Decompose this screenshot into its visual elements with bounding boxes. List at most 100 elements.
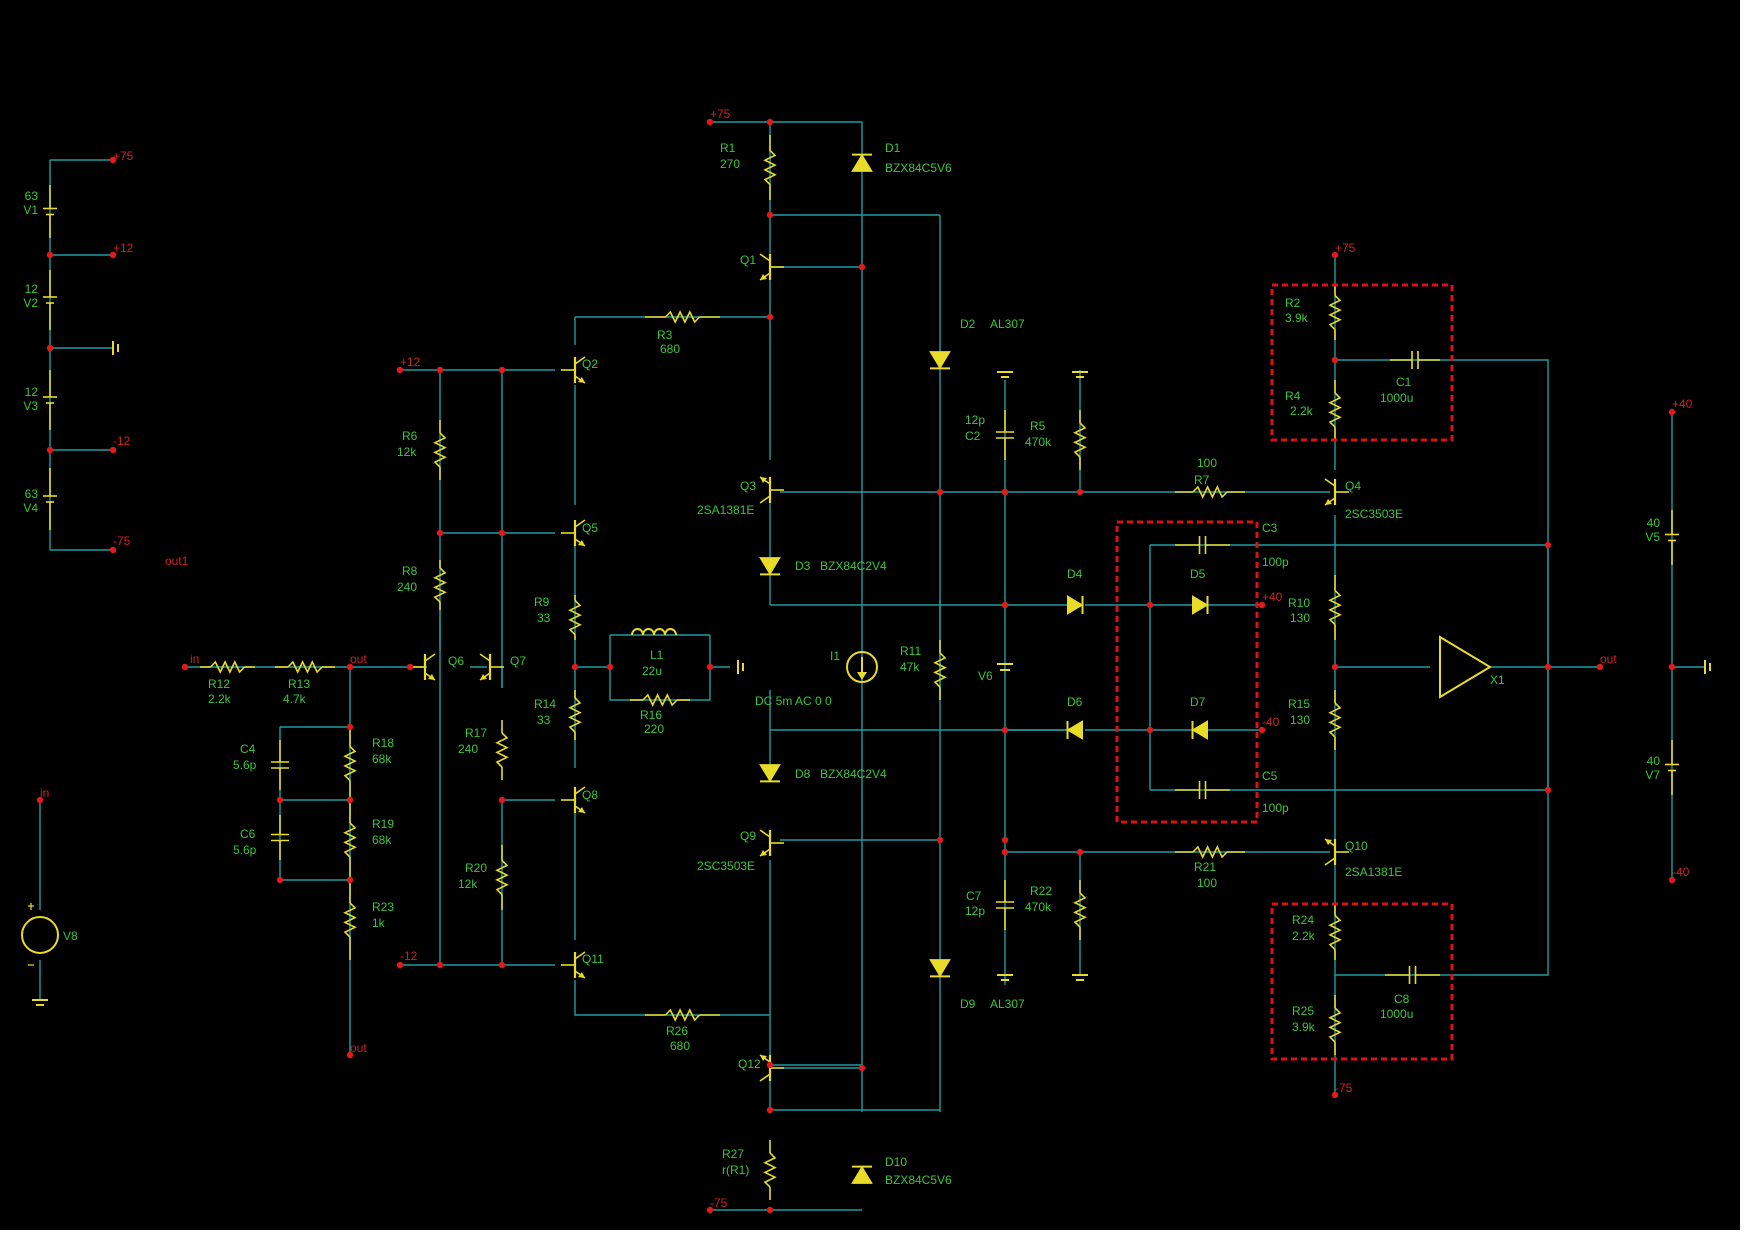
capacitor-c8[interactable] (1385, 966, 1440, 984)
junction-node (396, 961, 404, 969)
resistor-r22[interactable] (1073, 880, 1087, 940)
capacitor-c6[interactable] (271, 815, 289, 860)
capacitor-c2[interactable] (996, 410, 1014, 460)
net-label: -12 (400, 949, 418, 963)
transistor-q5[interactable] (561, 519, 586, 547)
resistor-r24[interactable] (1328, 905, 1342, 960)
resistor-r14[interactable] (568, 690, 582, 740)
resistor-r15[interactable] (1328, 690, 1342, 750)
diode-d7[interactable] (1191, 720, 1208, 740)
diode-d9[interactable] (929, 959, 951, 978)
diode-d6[interactable] (1066, 720, 1083, 740)
junction-node (436, 366, 444, 374)
capacitor-c4[interactable] (271, 740, 289, 790)
resistor-value: 68k (372, 833, 392, 847)
resistor-r3[interactable] (645, 310, 720, 324)
junction-node (1331, 663, 1339, 671)
transistor-q9[interactable] (759, 829, 784, 857)
resistor-r4[interactable] (1328, 380, 1342, 440)
resistor-r19[interactable] (343, 800, 357, 880)
ground-symbol[interactable] (1072, 371, 1088, 378)
resistor-r11[interactable] (933, 640, 947, 700)
resistor-r9[interactable] (568, 595, 582, 640)
battery-v6[interactable] (997, 663, 1013, 671)
diode-d3[interactable] (759, 557, 781, 576)
resistor-r6[interactable] (433, 420, 447, 480)
diode-part: BZX84C2V4 (820, 559, 887, 573)
ground-symbol[interactable] (1072, 974, 1088, 981)
diode-name: D1 (885, 141, 901, 155)
junction-node (1076, 488, 1084, 496)
capacitor-c3[interactable] (1175, 536, 1230, 554)
battery-v2[interactable] (43, 270, 57, 330)
voltage-source-v8[interactable] (21, 903, 59, 966)
diode-name: D8 (795, 767, 811, 781)
ground-symbol[interactable] (997, 371, 1013, 378)
net-label: -75 (1335, 1081, 1353, 1095)
resistor-value: 33 (537, 611, 551, 625)
resistor-r5[interactable] (1073, 410, 1087, 470)
ground-symbol[interactable] (32, 999, 48, 1006)
transistor-q11[interactable] (561, 951, 586, 979)
wire (574, 980, 770, 1016)
resistor-value: 68k (372, 752, 392, 766)
battery-v5[interactable] (1665, 510, 1679, 565)
transistor-q1[interactable] (759, 253, 784, 281)
resistor-name: R12 (208, 677, 230, 691)
junction-node (1001, 836, 1009, 844)
resistor-r10[interactable] (1328, 575, 1342, 640)
battery-v1[interactable] (43, 185, 57, 238)
transistor-name: Q9 (740, 829, 756, 843)
resistor-r21[interactable] (1175, 845, 1245, 859)
resistor-name: R26 (666, 1024, 688, 1038)
supply-name: V2 (23, 296, 38, 310)
net-label: in (40, 786, 49, 800)
resistor-r26[interactable] (645, 1008, 720, 1022)
diode-d1[interactable] (851, 153, 873, 172)
resistor-r12[interactable] (200, 660, 255, 674)
battery-v7[interactable] (1665, 740, 1679, 795)
capacitor-c7[interactable] (996, 880, 1014, 930)
transistor-q12[interactable] (759, 1054, 784, 1082)
resistor-r25[interactable] (1328, 995, 1342, 1055)
transistor-q2[interactable] (561, 356, 586, 384)
ground-symbol[interactable] (112, 341, 119, 355)
transistor-q6[interactable] (411, 653, 436, 681)
transistor-name: Q8 (582, 788, 598, 802)
diode-d4[interactable] (1067, 595, 1084, 615)
transistor-q8[interactable] (561, 786, 586, 814)
battery-v3[interactable] (43, 370, 57, 430)
resistor-r17[interactable] (495, 720, 509, 780)
battery-v4[interactable] (43, 468, 57, 530)
resistor-r20[interactable] (495, 845, 509, 910)
capacitor-c5[interactable] (1175, 781, 1230, 799)
ground-symbol[interactable] (737, 660, 744, 674)
diode-d2[interactable] (929, 351, 951, 370)
resistor-r27[interactable] (763, 1140, 777, 1200)
diode-d5[interactable] (1192, 595, 1209, 615)
resistor-r8[interactable] (433, 560, 447, 610)
transistor-q7[interactable] (479, 653, 504, 681)
current-source-i1[interactable] (846, 651, 878, 683)
transistor-q10[interactable] (1324, 838, 1349, 866)
resistor-r7[interactable] (1175, 485, 1245, 499)
resistor-r16[interactable] (630, 693, 690, 707)
inductor-l1[interactable] (631, 628, 677, 636)
resistor-r23[interactable] (343, 880, 357, 960)
transistor-q3[interactable] (759, 476, 784, 504)
resistor-r13[interactable] (275, 660, 335, 674)
transistor-q4[interactable] (1324, 478, 1349, 506)
resistor-r18[interactable] (343, 727, 357, 800)
capacitor-name: C8 (1394, 992, 1410, 1006)
resistor-r2[interactable] (1328, 285, 1342, 340)
buffer-x1[interactable] (1439, 635, 1492, 699)
ground-symbol[interactable] (1704, 660, 1711, 674)
net-label: +40 (1672, 397, 1693, 411)
resistor-r1[interactable] (763, 135, 777, 200)
diode-d10[interactable] (851, 1165, 873, 1184)
capacitor-c1[interactable] (1390, 351, 1440, 369)
ground-symbol[interactable] (997, 974, 1013, 981)
diode-d8[interactable] (759, 764, 781, 783)
